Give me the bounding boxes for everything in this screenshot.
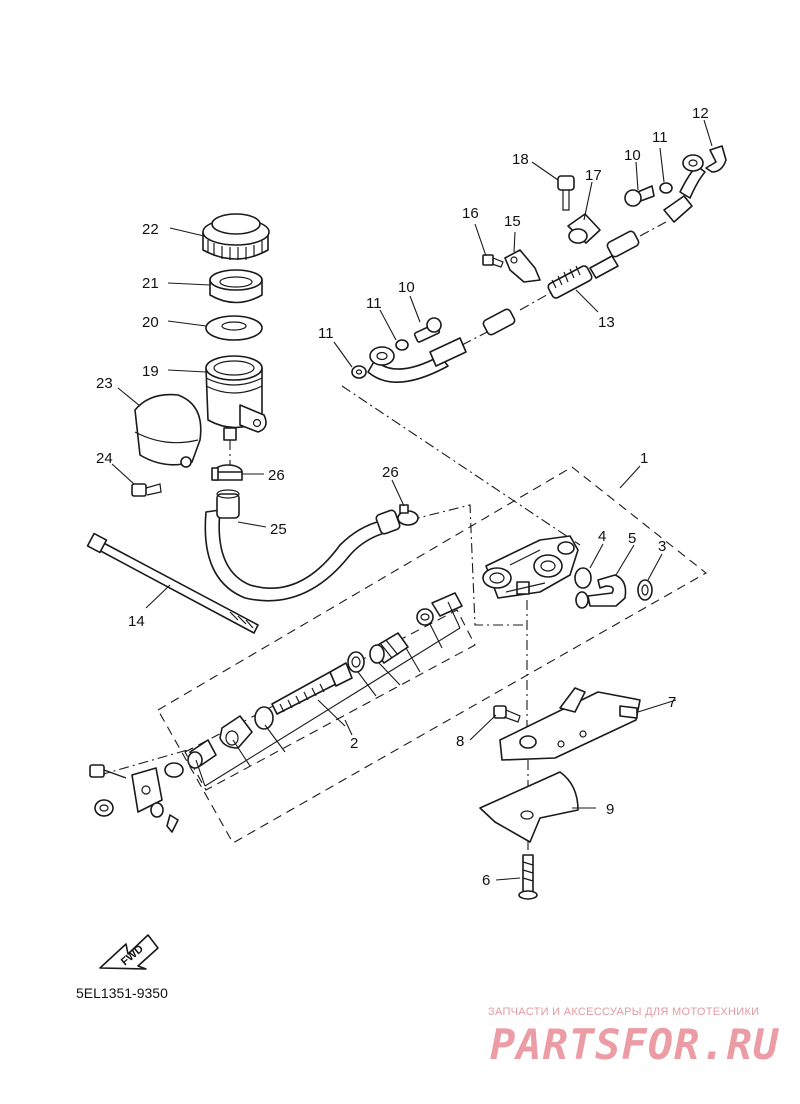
master-cylinder-body (482, 535, 579, 599)
callout-19: 19 (142, 363, 159, 380)
piston-kit (187, 592, 463, 787)
callout-16: 16 (462, 205, 479, 222)
push-rod-parts (89, 762, 184, 833)
cover-bolt (131, 483, 162, 497)
bracket-7 (499, 687, 641, 761)
hose-joint-5 (575, 574, 627, 609)
hose-holder-17 (567, 213, 601, 244)
callout-11-mid: 11 (366, 295, 382, 312)
callout-11-left: 11 (318, 325, 334, 342)
callout-5: 5 (628, 530, 636, 547)
reservoir-cap (202, 213, 270, 260)
bolt-16 (482, 254, 504, 268)
callout-23: 23 (96, 375, 113, 392)
callout-8: 8 (456, 733, 464, 750)
callout-labels: 1 2 3 4 5 6 7 8 9 10 10 11 11 11 12 13 1… (96, 105, 709, 889)
pushrod-line (99, 744, 206, 776)
bolt-18 (557, 175, 575, 211)
callout-7: 7 (668, 694, 676, 711)
callout-15: 15 (504, 213, 521, 230)
callout-4: 4 (598, 528, 606, 545)
fwd-arrow-icon: FWD (99, 934, 159, 970)
bolt-8 (493, 705, 521, 723)
watermark-logo: PARTSFOR.RU (490, 1020, 780, 1069)
union-bolt-right (624, 185, 655, 207)
assembly-outline-master-cylinder (157, 466, 707, 844)
callout-12: 12 (692, 105, 709, 122)
gasket-left-a (395, 339, 409, 351)
callout-9: 9 (606, 801, 614, 818)
callout-25: 25 (270, 521, 287, 538)
callout-11-right: 11 (652, 129, 668, 146)
callout-2: 2 (350, 735, 358, 752)
hose-route-line (341, 385, 581, 546)
catalog-code: 5EL1351-9350 (76, 985, 168, 1001)
callout-20: 20 (142, 314, 159, 331)
callout-1: 1 (640, 450, 648, 467)
circlip-3 (637, 579, 653, 601)
callout-6: 6 (482, 872, 490, 889)
hose-holder-15 (504, 249, 541, 283)
brake-hose (367, 154, 706, 383)
assembly-outline-piston-kit (184, 609, 476, 791)
hose-clamp-line (409, 504, 525, 626)
callout-26-left: 26 (268, 467, 285, 484)
cable-tie (86, 532, 259, 634)
hose-clip-upper (211, 464, 243, 481)
bolt-6 (518, 854, 538, 900)
callout-3: 3 (658, 538, 666, 555)
callout-10-left: 10 (398, 279, 415, 296)
reservoir-tank (205, 355, 267, 441)
callout-14: 14 (128, 613, 145, 630)
union-bolt-left (413, 317, 442, 343)
reservoir-cover (134, 393, 202, 468)
hose-protector (547, 265, 593, 299)
gasket-left-b (351, 365, 367, 379)
leader-lines (111, 119, 713, 881)
callout-22: 22 (142, 221, 159, 238)
reservoir-plate (209, 269, 263, 304)
bracket-9 (479, 771, 579, 843)
reservoir-diaphragm (205, 315, 263, 341)
callout-10-right: 10 (624, 147, 641, 164)
gasket-right (659, 182, 673, 194)
callout-13: 13 (598, 314, 615, 331)
o-ring-4 (574, 567, 592, 589)
callout-18: 18 (512, 151, 529, 168)
hose-guide (705, 145, 727, 173)
callout-26-right: 26 (382, 464, 399, 481)
callout-17: 17 (585, 167, 602, 184)
callout-24: 24 (96, 450, 113, 467)
watermark-tagline: ЗАПЧАСТИ И АКСЕССУАРЫ ДЛЯ МОТОТЕХНИКИ (488, 1006, 760, 1018)
callout-21: 21 (142, 275, 159, 292)
hose-clip-lower (397, 504, 419, 526)
